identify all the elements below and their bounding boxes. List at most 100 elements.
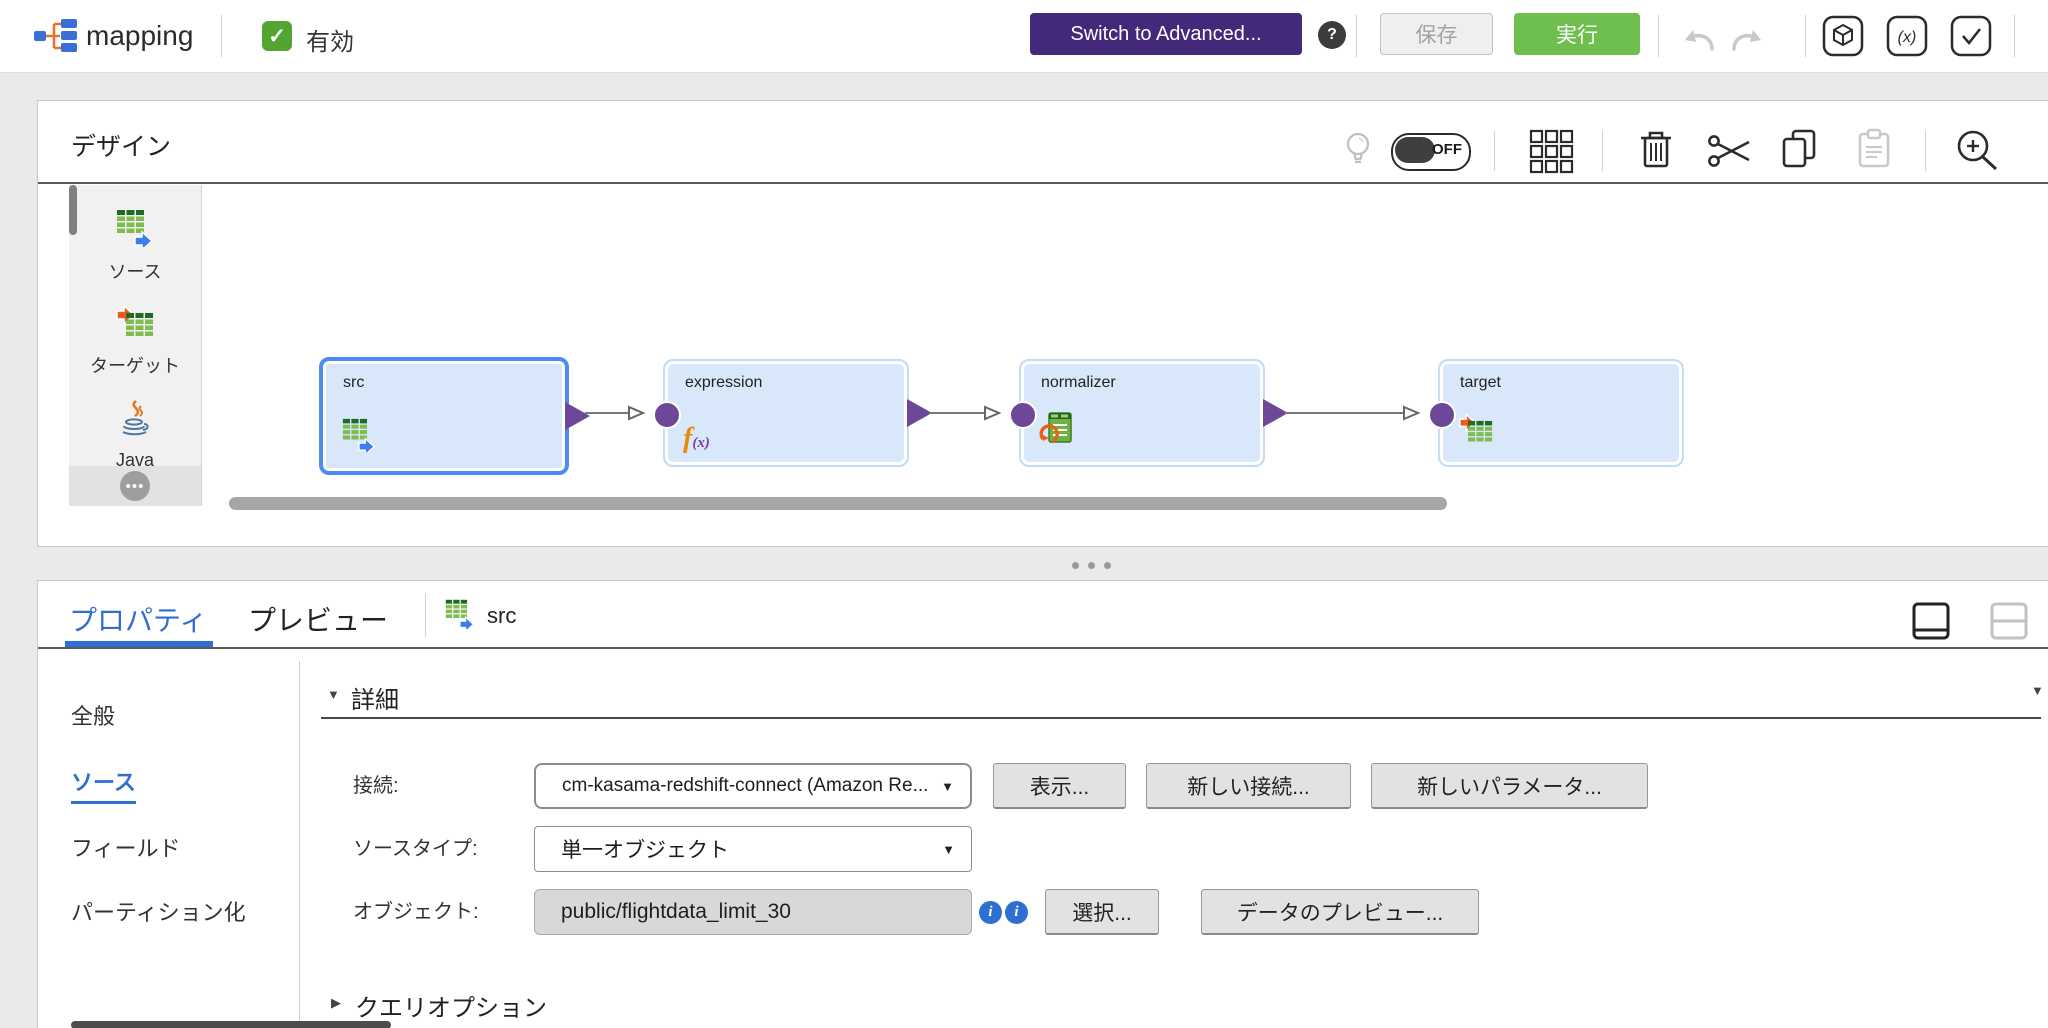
layout-single-panel-icon[interactable] <box>1911 601 1951 646</box>
palette-item-source[interactable]: ソース <box>69 209 201 284</box>
show-button[interactable]: 表示... <box>993 763 1126 809</box>
panel-splitter-handle[interactable] <box>1072 562 1111 569</box>
section-rule <box>321 717 2041 719</box>
link-normalizer-target <box>1285 412 1406 414</box>
divider <box>1805 15 1806 57</box>
grid-layout-icon[interactable] <box>1529 129 1575 180</box>
output-port[interactable] <box>907 399 932 427</box>
function-parameters-icon[interactable]: (x) <box>1886 15 1928 62</box>
palette-item-java[interactable]: Java <box>69 399 201 471</box>
page-title: mapping <box>86 20 194 51</box>
function-icon: f(x) <box>683 423 710 454</box>
more-ellipsis-icon[interactable]: ••• <box>120 471 150 501</box>
input-port[interactable] <box>1009 401 1037 429</box>
nav-item-general[interactable]: 全般 <box>71 704 116 729</box>
autolink-toggle[interactable]: OFF <box>1391 133 1471 171</box>
undo-icon[interactable] <box>1678 22 1720 59</box>
nav-item-fields[interactable]: フィールド <box>71 836 181 861</box>
toggle-state-label: OFF <box>1432 141 1462 158</box>
palette-scrollbar[interactable] <box>69 185 77 235</box>
scroll-up-icon[interactable]: ▼ <box>2031 683 2044 698</box>
divider <box>1356 15 1357 57</box>
link-src-expression <box>585 412 631 414</box>
valid-checkbox[interactable]: ✓ <box>262 21 292 51</box>
toggle-knob <box>1395 137 1435 163</box>
hint-bulb-icon[interactable] <box>1345 131 1371 172</box>
source-icon <box>341 418 377 457</box>
output-port[interactable] <box>565 402 590 430</box>
node-label: src <box>343 374 365 391</box>
run-button[interactable]: 実行 <box>1514 13 1640 55</box>
canvas-horizontal-scrollbar[interactable] <box>229 497 1447 510</box>
transformation-palette: ソース ターゲット <box>69 185 202 506</box>
properties-panel: プロパティ プレビュー src 全般 ソース フィールド パーティション化 <box>37 580 2048 1028</box>
info-icon[interactable]: i <box>1005 901 1028 924</box>
source-type-select[interactable]: 単一オブジェクト ▼ <box>534 826 972 872</box>
design-panel-title: デザイン <box>71 133 172 161</box>
source-type-label: ソースタイプ: <box>353 838 478 860</box>
node-normalizer[interactable]: normalizer <box>1009 359 1288 467</box>
header-separator <box>38 182 2048 184</box>
palette-item-target[interactable]: ターゲット <box>69 303 201 378</box>
cut-scissors-icon[interactable] <box>1707 132 1753 175</box>
link-arrowhead-icon <box>627 405 646 426</box>
switch-to-advanced-button[interactable]: Switch to Advanced... <box>1030 13 1302 55</box>
node-src[interactable]: src <box>319 357 590 475</box>
java-icon <box>120 399 150 444</box>
connection-select[interactable]: cm-kasama-redshift-connect (Amazon Re...… <box>534 763 972 809</box>
tab-properties[interactable]: プロパティ <box>69 605 208 636</box>
new-parameter-button[interactable]: 新しいパラメータ... <box>1371 763 1648 809</box>
tab-preview[interactable]: プレビュー <box>248 605 389 636</box>
node-label: expression <box>685 374 763 391</box>
connection-value: cm-kasama-redshift-connect (Amazon Re... <box>562 775 929 796</box>
properties-horizontal-scrollbar[interactable] <box>71 1021 391 1028</box>
node-target[interactable]: target <box>1428 359 1684 467</box>
new-connection-button[interactable]: 新しい接続... <box>1146 763 1351 809</box>
paste-clipboard-icon[interactable] <box>1855 128 1893 175</box>
target-icon <box>116 303 154 346</box>
validate-check-icon[interactable] <box>1950 15 1992 62</box>
info-icon[interactable]: i <box>979 901 1002 924</box>
copy-icon[interactable] <box>1779 128 1819 175</box>
nav-item-source[interactable]: ソース <box>71 765 136 804</box>
output-port[interactable] <box>1263 399 1288 427</box>
palette-item-label: ソース <box>108 262 162 282</box>
object-field[interactable]: public/flightdata_limit_30 <box>534 889 972 935</box>
source-icon <box>116 209 154 252</box>
design-panel: デザイン OFF <box>37 100 2048 547</box>
svg-text:(x): (x) <box>1898 29 1917 46</box>
divider <box>1602 131 1603 171</box>
save-button[interactable]: 保存 <box>1380 13 1493 55</box>
palette-item-label: Java <box>115 450 155 470</box>
layout-split-panel-icon[interactable] <box>1989 601 2029 646</box>
tabs-separator <box>38 647 2048 649</box>
expand-triangle-icon[interactable]: ▶ <box>331 995 341 1010</box>
source-icon <box>444 599 476 634</box>
palette-item-label: ターゲット <box>90 356 180 376</box>
zoom-in-icon[interactable] <box>1953 127 2001 178</box>
mapping-logo-icon <box>34 18 78 59</box>
source-type-value: 単一オブジェクト <box>561 839 729 862</box>
query-options-section-title: クエリオプション <box>355 995 547 1022</box>
palette-more-bar: ••• <box>69 466 201 506</box>
delete-trash-icon[interactable] <box>1637 128 1675 175</box>
node-expression[interactable]: expression f(x) <box>653 359 932 467</box>
select-object-button[interactable]: 選択... <box>1045 889 1159 935</box>
link-expression-normalizer <box>929 412 987 414</box>
target-icon <box>1458 412 1494 451</box>
divider <box>1494 131 1495 171</box>
active-tab-underline <box>65 641 213 648</box>
chevron-down-icon: ▼ <box>942 841 955 857</box>
node-label: target <box>1460 374 1501 391</box>
cube-icon[interactable] <box>1822 15 1864 62</box>
nav-item-partitioning[interactable]: パーティション化 <box>71 900 246 925</box>
details-section-title: 詳細 <box>351 687 399 714</box>
data-preview-button[interactable]: データのプレビュー... <box>1201 889 1479 935</box>
input-port[interactable] <box>653 401 681 429</box>
divider <box>425 593 426 637</box>
topbar: mapping ✓ 有効 Switch to Advanced... ? 保存 … <box>0 0 2048 73</box>
input-port[interactable] <box>1428 401 1456 429</box>
redo-icon[interactable] <box>1726 22 1768 59</box>
help-icon[interactable]: ? <box>1318 21 1346 49</box>
collapse-triangle-icon[interactable]: ▼ <box>327 687 340 702</box>
